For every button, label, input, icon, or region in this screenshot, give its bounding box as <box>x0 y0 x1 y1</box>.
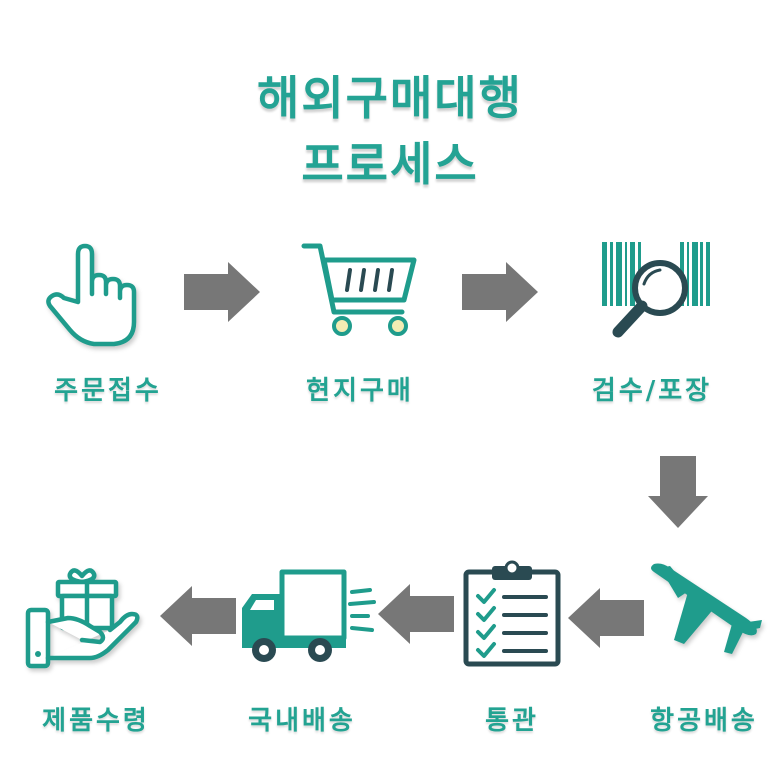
diagram-title-line2: 프로세스 <box>301 137 479 191</box>
airplane-icon <box>651 563 762 654</box>
shopping-cart-icon <box>301 243 417 336</box>
step-label-receive-product: 제품수령 <box>42 706 150 736</box>
arrow-left-icon <box>160 586 236 646</box>
hand-gift-icon <box>25 568 140 669</box>
clipboard-checklist-icon <box>463 560 561 667</box>
arrow-right-icon <box>184 262 260 322</box>
barcode-magnifier-icon <box>602 242 710 338</box>
step-label-air-shipping: 항공배송 <box>650 706 758 736</box>
step-label-order: 주문접수 <box>54 376 162 406</box>
step-label-domestic-shipping: 국내배송 <box>248 706 356 736</box>
step-label-inspection-packing: 검수/포장 <box>591 376 713 406</box>
arrow-left-icon <box>568 588 644 648</box>
arrow-left-icon <box>378 584 454 644</box>
arrow-down-icon <box>648 456 708 528</box>
step-label-customs: 통관 <box>485 706 539 736</box>
delivery-truck-icon <box>242 569 376 662</box>
arrow-right-icon <box>462 262 538 322</box>
diagram-title-line1: 해외구매대행 <box>257 71 523 125</box>
step-label-local-purchase: 현지구매 <box>306 376 414 406</box>
hand-pointer-icon <box>46 243 137 347</box>
